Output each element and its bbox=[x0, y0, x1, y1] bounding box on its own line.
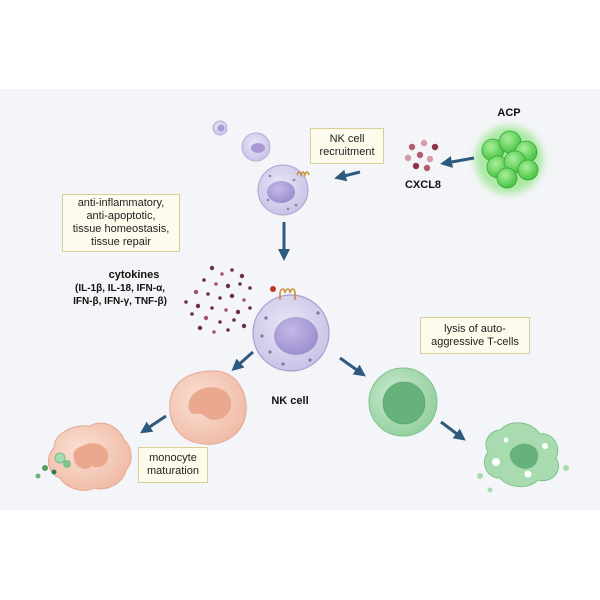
cytokine-dot bbox=[238, 282, 242, 286]
cytokines-list-line-1: (IL-1β, IL-18, IFN-α, bbox=[74, 283, 166, 294]
cytokine-dot bbox=[220, 272, 224, 276]
functions-text: anti-inflammatory, anti-apoptotic, tissu… bbox=[72, 197, 170, 248]
lysis-text: lysis of auto- aggressive T-cells bbox=[431, 322, 519, 348]
nk-cell-central bbox=[252, 286, 330, 372]
cytokine-dot bbox=[210, 306, 214, 310]
cytokine-dot bbox=[248, 286, 252, 290]
cytokine-dot bbox=[206, 292, 210, 296]
cytokine-dot bbox=[212, 330, 216, 334]
cytokine-dot bbox=[232, 318, 236, 322]
cytokine-dot bbox=[218, 320, 222, 324]
cytokine-dot bbox=[209, 265, 215, 271]
small-nk-cell-1 bbox=[212, 120, 228, 136]
arrow-cxcl8-to-nk bbox=[334, 169, 361, 182]
cytokine-dot bbox=[218, 296, 222, 300]
small-nk-cell-2 bbox=[241, 132, 271, 162]
maturation-box: monocyte maturation bbox=[138, 447, 208, 483]
cytokine-dot bbox=[239, 273, 245, 279]
nk-cell-label: NK cell bbox=[271, 395, 309, 407]
cxcl8-particles bbox=[404, 139, 439, 172]
nk-recruitment-box: NK cell recruitment bbox=[310, 128, 384, 164]
recruited-nk-cell bbox=[257, 164, 310, 216]
functions-box: anti-inflammatory, anti-apoptotic, tissu… bbox=[62, 194, 180, 252]
cytokine-dot bbox=[197, 325, 203, 331]
t-cell bbox=[368, 367, 438, 437]
lysed-t-cell bbox=[477, 422, 569, 493]
cytokine-dot bbox=[214, 282, 218, 286]
cytokine-dot bbox=[226, 328, 230, 332]
cxcl8-label: CXCL8 bbox=[404, 179, 442, 191]
cytokine-dot bbox=[184, 300, 188, 304]
arrow-nk-to-tcell bbox=[339, 356, 366, 377]
monocyte bbox=[169, 370, 247, 445]
cytokine-dot bbox=[248, 306, 252, 310]
acp-label: ACP bbox=[497, 107, 521, 119]
arrow-tcell-to-lysis bbox=[440, 420, 466, 441]
cytokine-dot bbox=[242, 298, 246, 302]
lysis-box: lysis of auto- aggressive T-cells bbox=[420, 317, 530, 354]
cytokine-dot bbox=[190, 312, 194, 316]
maturation-text: monocyte maturation bbox=[147, 452, 199, 477]
cytokine-dot bbox=[195, 303, 201, 309]
cytokines-title: cytokines bbox=[108, 269, 160, 281]
cytokine-dot bbox=[225, 283, 231, 289]
cytokines-list-line-2: IFN-β, IFN-γ, TNF-β) bbox=[73, 296, 167, 307]
cytokine-dot bbox=[203, 315, 209, 321]
cytokine-dot bbox=[230, 268, 234, 272]
cytokine-dot bbox=[241, 323, 247, 329]
cytokine-dot bbox=[202, 278, 206, 282]
cytokine-dot bbox=[229, 293, 235, 299]
arrow-monocyte-to-macrophage bbox=[140, 414, 167, 434]
nk-recruitment-text: NK cell recruitment bbox=[319, 133, 375, 158]
mature-macrophage bbox=[35, 422, 132, 491]
acp-cell-cluster bbox=[475, 126, 543, 194]
cytokine-dot bbox=[224, 308, 228, 312]
cytokine-dot bbox=[193, 289, 199, 295]
arrow-nk-to-monocyte bbox=[231, 350, 254, 371]
cytokine-dot bbox=[235, 309, 241, 315]
cytokine-particles bbox=[184, 265, 252, 334]
arrow-acp-to-cxcl8 bbox=[440, 156, 475, 168]
